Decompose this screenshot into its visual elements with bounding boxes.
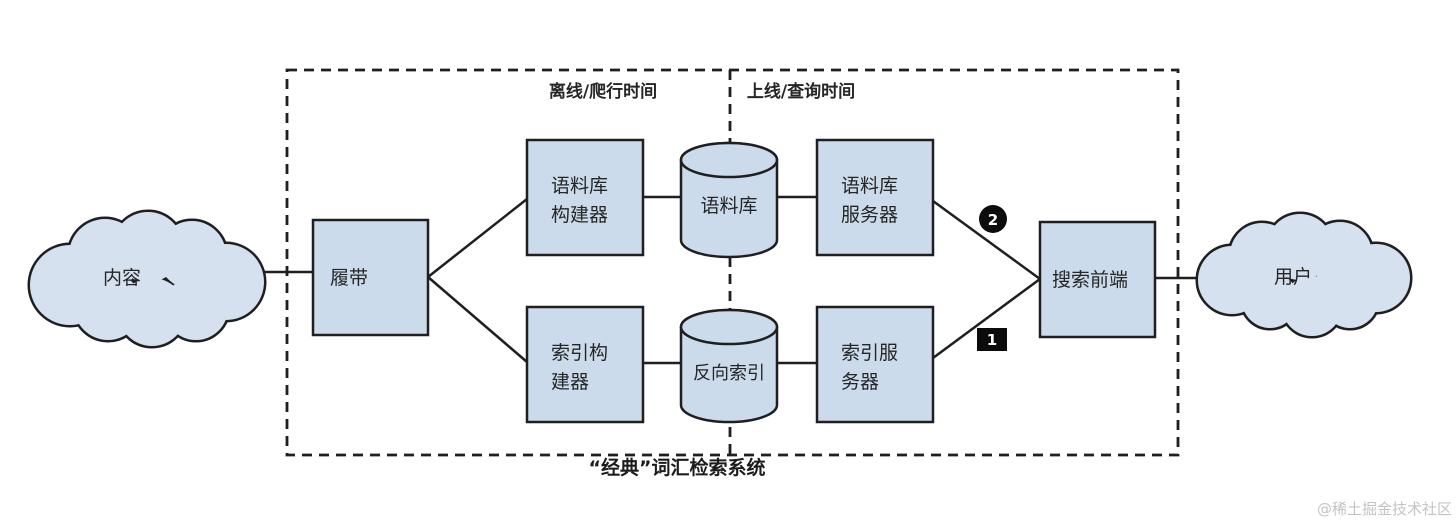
edge-index-server-to-frontend bbox=[932, 277, 1041, 360]
index-server-label-line2: 务器 bbox=[841, 371, 879, 393]
diagram-caption: “经典”词汇检索系统 bbox=[589, 456, 766, 479]
svg-text:语料库: 语料库 bbox=[551, 175, 608, 197]
corpus-db-node: 语料库 bbox=[679, 141, 779, 259]
inverted-index-db-node: 反向索引 bbox=[679, 308, 779, 424]
content-cloud-label: 内容 bbox=[103, 267, 141, 289]
index-builder-node: 索引构 建器 bbox=[525, 305, 645, 424]
online-region-label: 上线/查询时间 bbox=[747, 81, 855, 102]
edge-corpus-server-to-frontend bbox=[932, 199, 1041, 281]
index-builder-label-line2: 建器 bbox=[551, 371, 589, 393]
svg-text:建器: 建器 bbox=[551, 371, 589, 393]
svg-text:索引构: 索引构 bbox=[551, 342, 608, 364]
corpus-server-label-line2: 服务器 bbox=[841, 204, 898, 226]
search-frontend-node: 搜索前端 bbox=[1038, 220, 1157, 339]
user-cloud: 用户 bbox=[1198, 214, 1410, 336]
svg-text:语料库: 语料库 bbox=[841, 175, 898, 197]
svg-text:索引服: 索引服 bbox=[841, 342, 898, 364]
index-server-label-line1: 索引服 bbox=[841, 342, 898, 364]
index-server-node: 索引服 务器 bbox=[815, 305, 935, 424]
crawler-label: 履带 bbox=[330, 267, 368, 289]
search-frontend-label: 搜索前端 bbox=[1052, 269, 1128, 291]
corpus-builder-label-line2: 构建器 bbox=[551, 204, 608, 226]
svg-text:构建器: 构建器 bbox=[551, 204, 608, 226]
badge-corpus-path: 2 bbox=[979, 205, 1007, 233]
edge-crawler-to-index-builder bbox=[427, 276, 528, 363]
crawler-node: 履带 bbox=[311, 218, 430, 337]
svg-text:务器: 务器 bbox=[841, 371, 879, 393]
corpus-builder-label-line1: 语料库 bbox=[551, 175, 608, 197]
corpus-db-label: 语料库 bbox=[700, 195, 757, 217]
corpus-server-label-line1: 语料库 bbox=[841, 175, 898, 197]
system-boundary-box bbox=[285, 68, 1180, 457]
corpus-server-node: 语料库 服务器 bbox=[815, 138, 935, 257]
corpus-builder-node: 语料库 构建器 bbox=[525, 138, 645, 257]
inverted-index-db-label: 反向索引 bbox=[693, 363, 765, 384]
badge-index-path-number: 1 bbox=[987, 331, 997, 349]
user-cloud-label: 用户 bbox=[1274, 266, 1312, 288]
badge-index-path: 1 bbox=[977, 328, 1007, 351]
svg-text:服务器: 服务器 bbox=[841, 204, 898, 226]
index-builder-label-line1: 索引构 bbox=[551, 342, 608, 364]
offline-region-label: 离线/爬行时间 bbox=[549, 81, 657, 102]
edge-crawler-to-corpus-builder bbox=[427, 198, 528, 278]
badge-corpus-path-number: 2 bbox=[988, 211, 998, 229]
content-cloud: 内容 bbox=[30, 212, 264, 346]
watermark-text: @稀土掘金技术社区 bbox=[1317, 500, 1452, 518]
